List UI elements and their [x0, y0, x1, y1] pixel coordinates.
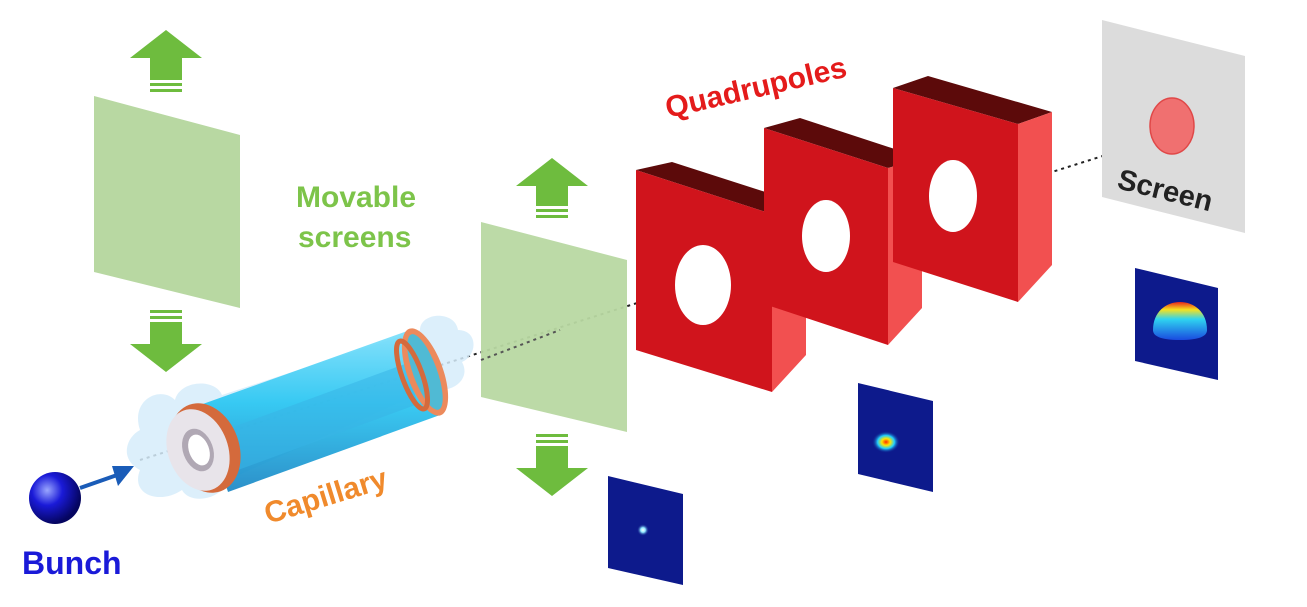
quadrupole-3 [893, 76, 1052, 302]
bunch-sphere-icon [29, 472, 81, 524]
detector-screen [1102, 20, 1245, 233]
capillary [126, 315, 474, 499]
up-arrow-icon [516, 158, 588, 218]
movable-screen-left [94, 96, 240, 308]
profile-inset-1 [608, 476, 683, 585]
movable-screen-middle-group [480, 158, 627, 496]
movable-screens-label-line1: Movable [296, 181, 416, 214]
beam-spot [1149, 97, 1195, 155]
bunch [29, 466, 134, 524]
down-arrow-icon [516, 434, 588, 496]
movable-screens-label-line2: screens [298, 221, 411, 254]
quadrupoles-label: Quadrupoles [662, 51, 850, 125]
bunch-label: Bunch [22, 545, 122, 581]
bunch-arrow-icon [112, 466, 134, 486]
up-arrow-icon [130, 30, 202, 92]
profile-inset-3 [1135, 268, 1218, 380]
profile-inset-2 [858, 383, 933, 492]
movable-screen-middle [481, 222, 627, 432]
movable-screen-left-group [94, 30, 240, 372]
down-arrow-icon [130, 310, 202, 372]
